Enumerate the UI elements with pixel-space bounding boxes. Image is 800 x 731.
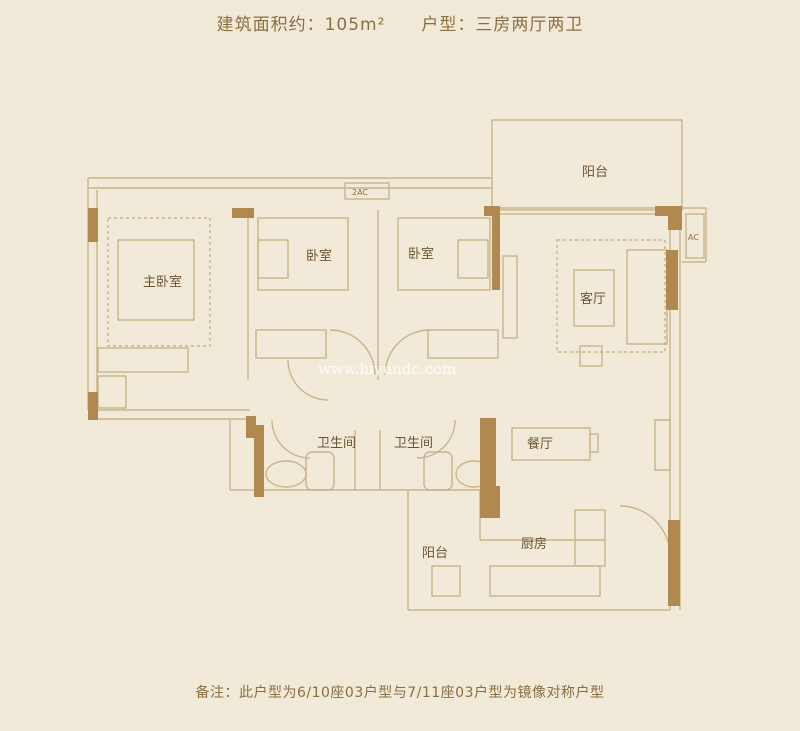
balcony-bottom-label: 阳台 bbox=[422, 546, 448, 561]
bedroom-2-label: 卧室 bbox=[408, 246, 434, 262]
living-room-label: 客厅 bbox=[580, 291, 606, 307]
plan-header: 建筑面积约：105m² 户型：三房两厅两卫 bbox=[0, 10, 800, 35]
kitchen-label: 厨房 bbox=[521, 536, 547, 552]
master-bedroom-label: 主卧室 bbox=[143, 274, 182, 290]
ac-label-top: 2AC bbox=[352, 188, 368, 197]
bedroom-1-label: 卧室 bbox=[306, 248, 332, 264]
plan-footer-note: 备注：此户型为6/10座03户型与7/11座03户型为镜像对称户型 bbox=[195, 685, 605, 701]
ac-label-right: AC bbox=[688, 233, 699, 242]
balcony-top-label: 阳台 bbox=[582, 165, 608, 180]
area-label: 建筑面积约：105m² bbox=[216, 15, 386, 35]
bathroom-1-label: 卫生间 bbox=[317, 436, 356, 451]
bathroom-2-label: 卫生间 bbox=[394, 436, 433, 451]
dining-room-label: 餐厅 bbox=[527, 436, 553, 452]
watermark: www.hiyundc.com bbox=[318, 360, 456, 378]
balcony-top-outline bbox=[491, 119, 683, 211]
structural-walls bbox=[88, 206, 682, 606]
unit-type-label: 户型：三房两厅两卫 bbox=[421, 15, 584, 35]
